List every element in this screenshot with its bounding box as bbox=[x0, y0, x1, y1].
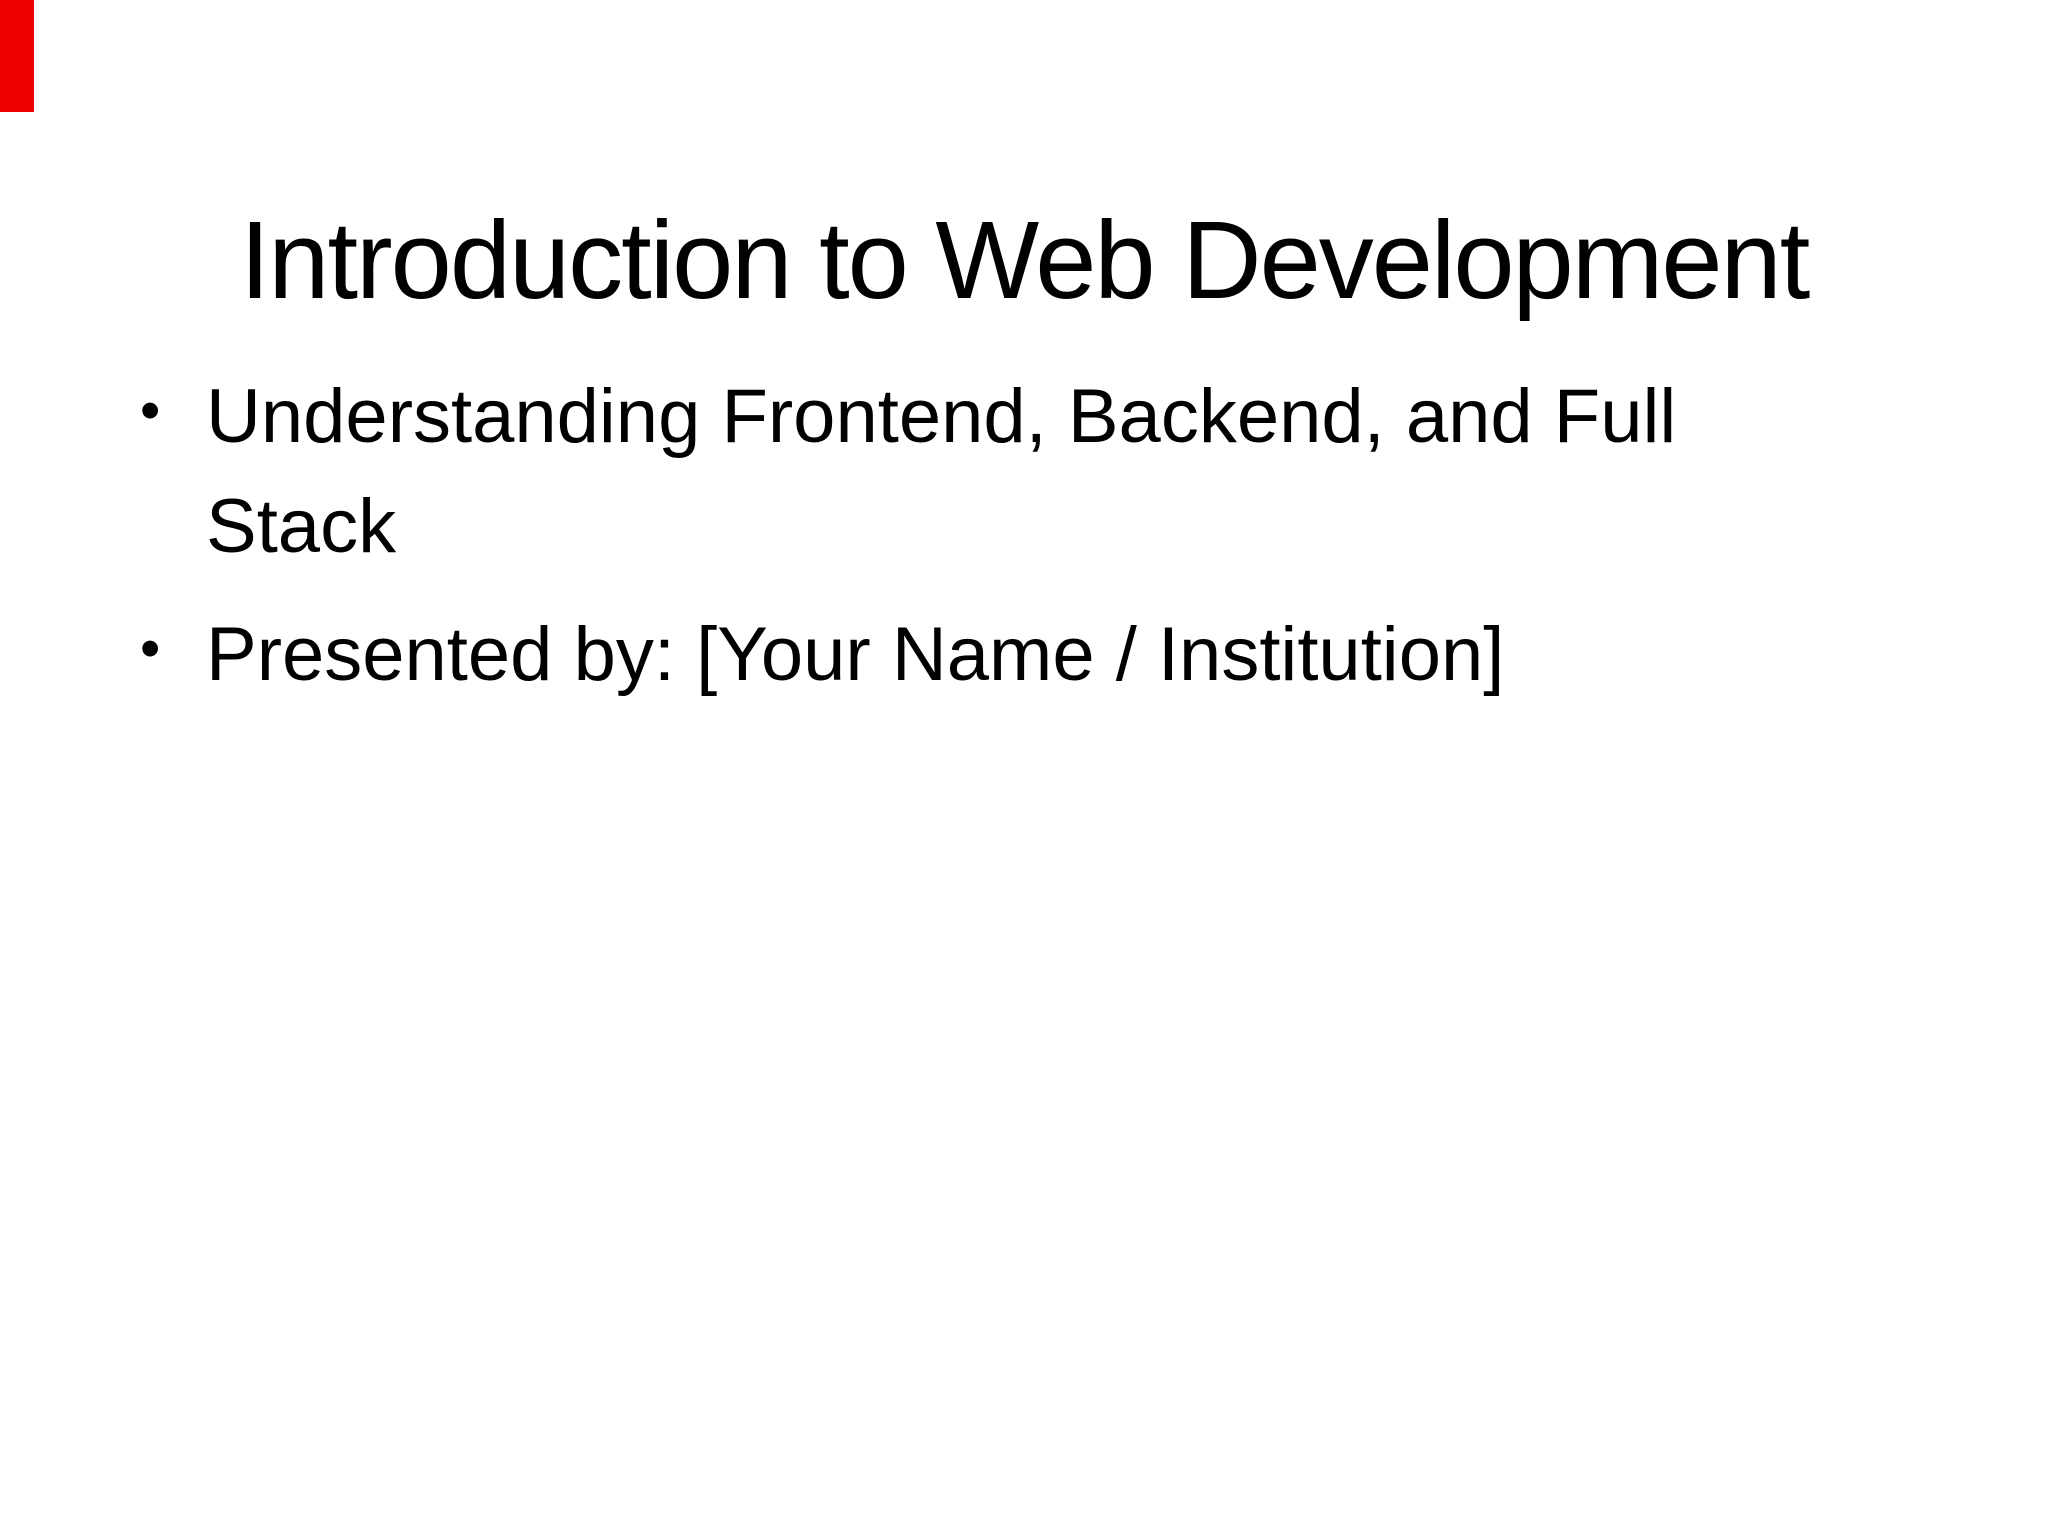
bullet-item: • Understanding Frontend, Backend, and F… bbox=[140, 362, 1866, 582]
bullet-text: Understanding Frontend, Backend, and Ful… bbox=[206, 374, 1677, 569]
slide-title: Introduction to Web Development bbox=[239, 198, 1811, 322]
bullet-item: • Presented by: [Your Name / Institution… bbox=[140, 600, 1866, 710]
bullet-dot-icon: • bbox=[140, 378, 161, 443]
bullet-dot-icon: • bbox=[140, 616, 161, 681]
red-corner-marker bbox=[0, 0, 34, 112]
bullet-list: • Understanding Frontend, Backend, and F… bbox=[140, 362, 1870, 710]
bullet-text: Presented by: [Your Name / Institution] bbox=[206, 612, 1505, 697]
